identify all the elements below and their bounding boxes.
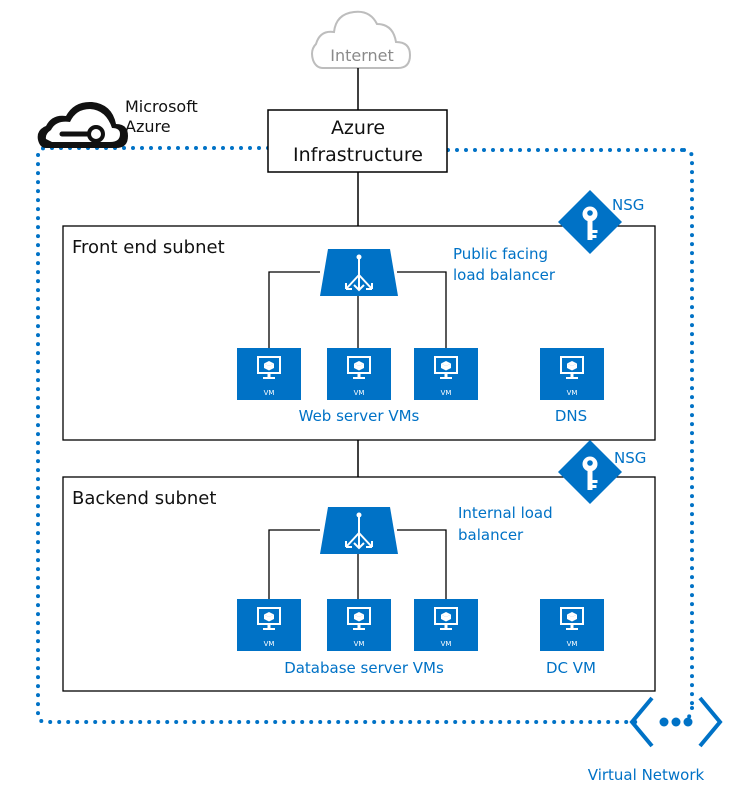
internet-label: Internet [330,46,394,65]
brand-line1: Microsoft [125,97,198,116]
vm-badge: VM [264,389,275,397]
azure-cloud-icon [37,101,128,148]
front-lb-line2: load balancer [453,266,556,284]
virtual-machine-icon: VM [236,598,302,652]
front-lb-connectors [268,271,447,348]
vm-badge: VM [441,389,452,397]
back-lb-line1: Internal load [458,504,553,522]
virtual-network-label: Virtual Network [588,766,705,784]
front-lb-line1: Public facing [453,245,548,263]
front-nsg-label: NSG [612,196,644,214]
vm-badge: VM [567,389,578,397]
back-lb-line2: balancer [458,526,524,544]
virtual-network-icon [629,696,723,748]
virtual-machine-icon: VM [539,598,605,652]
virtual-network-boundary-right [680,706,694,722]
vm-badge: VM [441,640,452,648]
load-balancer-icon [319,506,399,555]
virtual-machine-icon: VM [539,347,605,401]
dns-label: DNS [555,407,587,425]
vm-badge: VM [354,640,365,648]
brand-line2: Azure [125,117,171,136]
back-subnet-title: Backend subnet [72,488,216,509]
back-nsg-label: NSG [614,449,646,467]
infrastructure-line1: Azure [331,117,385,139]
virtual-machine-icon: VM [236,347,302,401]
virtual-machine-icon: VM [413,598,479,652]
database-server-vms-label: Database server VMs [284,659,444,677]
back-lb-connectors [268,529,447,599]
load-balancer-icon [319,248,399,297]
virtual-machine-icon: VM [326,598,392,652]
virtual-network-boundary [36,146,722,724]
azure-infrastructure-box [267,109,448,173]
cloud-icon [311,10,412,69]
web-server-vms-label: Web server VMs [299,407,420,425]
front-subnet-title: Front end subnet [72,237,225,258]
vm-badge: VM [567,640,578,648]
infrastructure-line2: Infrastructure [293,144,423,166]
virtual-machine-icon: VM [413,347,479,401]
vm-badge: VM [354,389,365,397]
dc-vm-label: DC VM [546,659,596,677]
vm-badge: VM [264,640,275,648]
virtual-machine-icon: VM [326,347,392,401]
